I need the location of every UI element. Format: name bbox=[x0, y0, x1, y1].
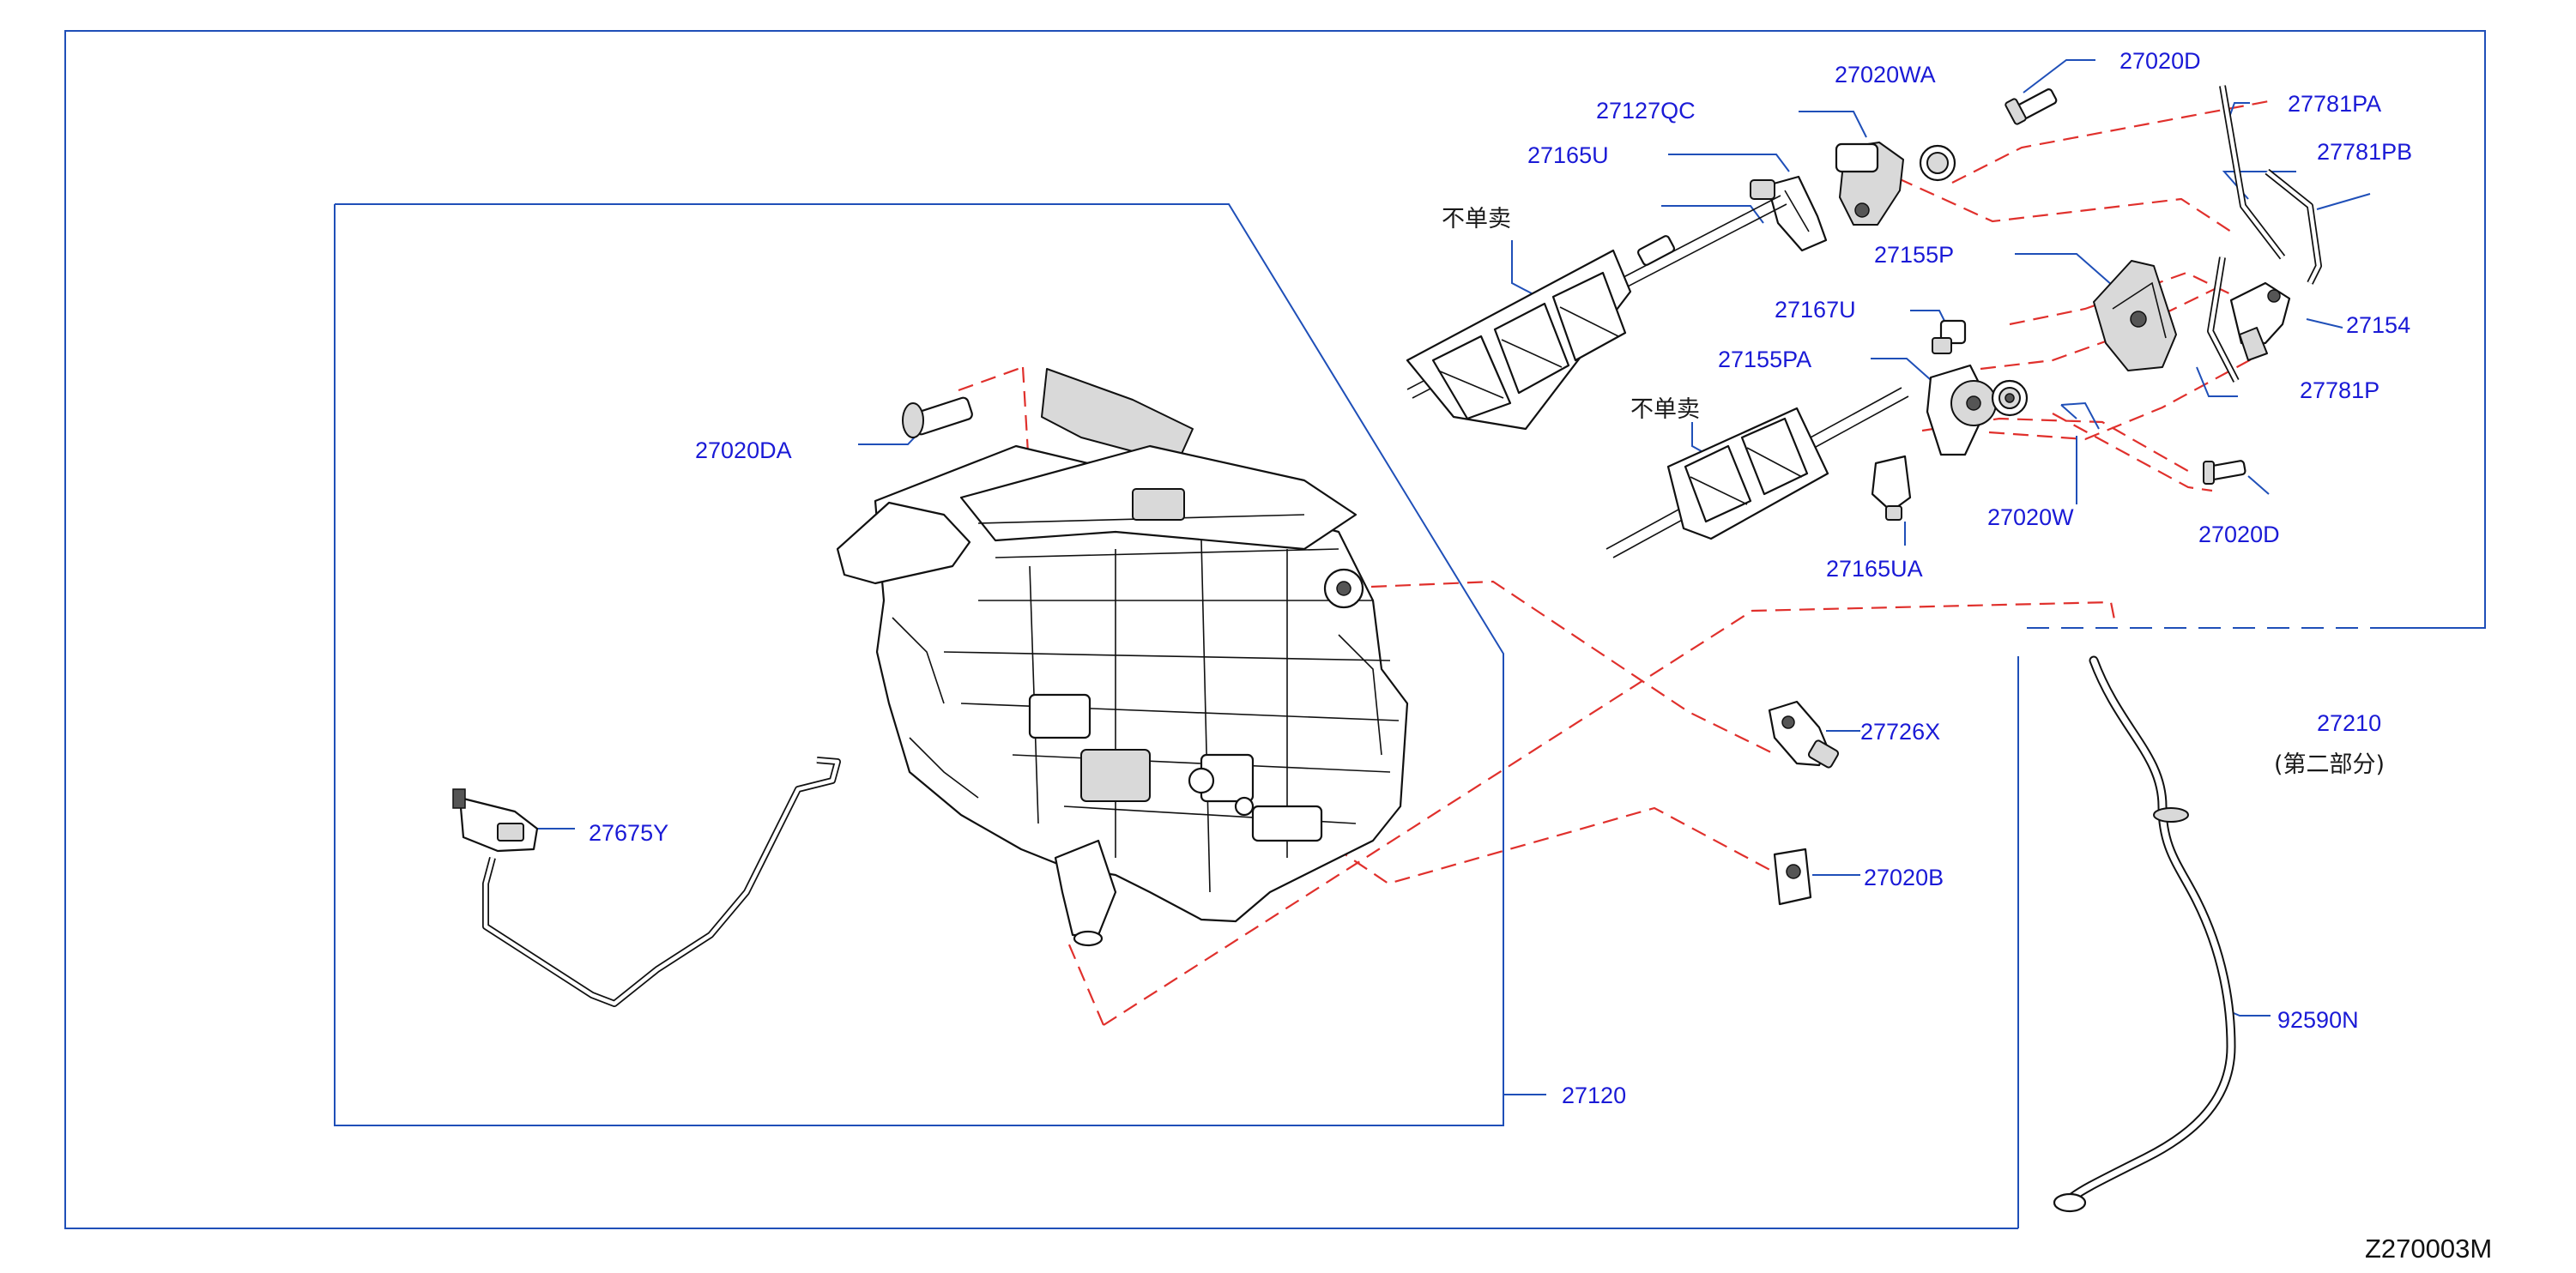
screw-27020D-bottom-icon bbox=[2203, 460, 2246, 485]
door-shaft-lower-icon bbox=[1605, 387, 1909, 558]
callout-not-sold-lower: 不单卖 bbox=[1630, 396, 1700, 423]
actuator-27127QC-icon bbox=[1835, 142, 1904, 226]
callout-not-sold-upper: 不单卖 bbox=[1442, 206, 1511, 232]
callout-27020D-bottom: 27020D bbox=[2198, 522, 2280, 547]
lever-27154-icon bbox=[2229, 281, 2291, 361]
sensor-27726X-icon bbox=[1768, 700, 1840, 769]
callout-27020DA: 27020DA bbox=[695, 437, 792, 463]
callout-27020D-top: 27020D bbox=[2119, 48, 2201, 74]
harness-27675Y-icon bbox=[452, 757, 841, 1007]
callout-27127QC: 27127QC bbox=[1596, 98, 1696, 124]
callout-27120: 27120 bbox=[1562, 1083, 1626, 1108]
callout-27167U: 27167U bbox=[1775, 297, 1856, 323]
callout-92590N: 92590N bbox=[2277, 1007, 2359, 1033]
callout-27781PB: 27781PB bbox=[2317, 139, 2412, 165]
frame-outer bbox=[64, 30, 2486, 1229]
callout-27020W: 27020W bbox=[1987, 504, 2074, 530]
callout-27726X: 27726X bbox=[1860, 719, 1940, 745]
callout-27210: 27210 bbox=[2317, 710, 2381, 736]
callout-27154: 27154 bbox=[2346, 312, 2410, 338]
callout-27165UA: 27165UA bbox=[1826, 556, 1923, 582]
screw-27020DA-icon bbox=[902, 396, 973, 438]
callout-27781PA: 27781PA bbox=[2288, 91, 2381, 117]
frame-inner-27120 bbox=[334, 203, 1504, 1126]
callout-27020WA: 27020WA bbox=[1835, 62, 1936, 87]
drain-hose-92590N-icon bbox=[2053, 655, 2236, 1213]
callouts: 27020D 27020WA 27127QC 27165U 27781PA 27… bbox=[589, 48, 2492, 1264]
gear-27020W-icon bbox=[1991, 379, 2029, 417]
heater-unit-assembly-icon bbox=[836, 368, 1409, 947]
rod-27781P-icon bbox=[2207, 256, 2240, 383]
callout-27155PA: 27155PA bbox=[1718, 347, 1811, 372]
screw-27020D-top-icon bbox=[2005, 88, 2058, 125]
lever-27165U-icon bbox=[1750, 175, 1828, 252]
callout-27675Y: 27675Y bbox=[589, 820, 668, 846]
callout-27210-note: (第二部分) bbox=[2274, 751, 2385, 778]
link-27167U-icon bbox=[1932, 319, 1967, 354]
callout-27781P: 27781P bbox=[2300, 377, 2379, 403]
callout-27155P: 27155P bbox=[1874, 242, 1954, 268]
diagram-code: Z270003M bbox=[2365, 1234, 2492, 1264]
servo-27020WA-icon bbox=[1919, 144, 1956, 182]
door-shaft-upper-icon bbox=[1406, 195, 1787, 431]
bracket-27155P-icon bbox=[2093, 260, 2177, 371]
callout-27020B: 27020B bbox=[1864, 865, 1944, 890]
rod-27781PA-icon bbox=[2219, 85, 2286, 260]
callout-27165U: 27165U bbox=[1527, 142, 1609, 168]
clip-27020B-icon bbox=[1773, 848, 1812, 906]
servo-27155PA-icon bbox=[1926, 364, 1997, 456]
lever-27165UA-icon bbox=[1871, 455, 1912, 521]
rod-27781PB-icon bbox=[2265, 168, 2322, 285]
